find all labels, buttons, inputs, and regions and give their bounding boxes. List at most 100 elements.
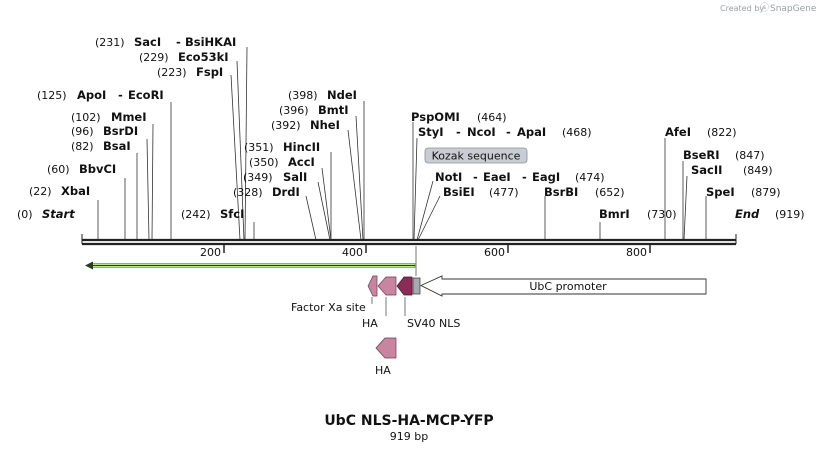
site-eagi-name: EagI [532,170,560,184]
site-eco53ki-name: Eco53kI [178,50,229,64]
tick-400: 400 [342,246,363,259]
tick-600: 600 [484,246,505,259]
site-bsihkai-name: BsiHKAI [185,35,236,49]
site-lines [97,46,707,241]
site-acci-pos: (350) [249,156,279,169]
ha-feature[interactable] [377,276,397,296]
site-labels: (231) SacI - BsiHKAI (229) Eco53kI (223)… [17,35,805,221]
site-noti-pos: (474) [575,171,605,184]
site-acci-name: AccI [288,155,315,169]
site-bsrbi-pos: (652) [595,186,625,199]
ruler: 200 400 600 800 [200,245,651,259]
site-nhei-pos: (392) [271,119,301,132]
site-ncoi-name: NcoI [467,125,496,139]
site-xbai-name: XbaI [61,184,90,198]
site-eaei-name: EaeI [483,170,511,184]
site-bmti-name: BmtI [318,103,349,117]
site-hincii-pos: (351) [244,141,274,154]
site-bsai-name: BsaI [103,139,131,153]
site-sacii-pos: (849) [743,164,773,177]
site-saci-pos: (231) [95,36,125,49]
factor-xa-feature[interactable] [367,275,378,297]
end-label: End [735,207,760,221]
ha-label-2: HA [375,364,391,377]
site-bsrdi-name: BsrDI [103,124,138,138]
snapgene-logo-icon: ⓢ [760,3,769,14]
kozak-label: Kozak sequence [432,150,521,163]
site-bmri-pos: (730) [647,208,677,221]
start-label: Start [42,207,75,221]
site-bmri-name: BmrI [599,207,630,221]
site-styi-name: StyI [418,125,444,139]
site-bsiei-name: BsiEI [443,185,475,199]
site-apoi-name: ApoI [77,88,106,102]
site-apoi-pos: (125) [37,89,67,102]
tick-200: 200 [200,246,221,259]
site-mmei-name: MmeI [111,110,147,124]
site-spei-name: SpeI [706,185,735,199]
site-ncoi-sep: - [506,125,511,139]
site-styi-pos: (468) [562,126,592,139]
backbone [81,234,737,246]
site-pspomi-pos: (464) [477,111,507,124]
site-bseri-name: BseRI [683,148,720,162]
site-mmei-pos: (102) [71,111,101,124]
credit-brand: SnapGene [770,4,817,14]
end-pos: (919) [775,208,805,221]
site-fspi-name: FspI [196,65,223,79]
site-apoi-sep: - [118,88,123,102]
orf-arrow[interactable] [85,261,416,270]
site-noti-sep: - [473,170,478,184]
kozak-feature[interactable] [412,277,421,295]
site-eco53ki-pos: (229) [139,51,169,64]
tick-800: 800 [626,246,647,259]
site-pspomi-name: PspOMI [411,110,460,124]
site-afei-name: AfeI [665,125,691,139]
start-pos: (0) [17,208,33,221]
site-ndei-name: NdeI [327,88,357,102]
site-bsrdi-pos: (96) [71,125,94,138]
site-fspi-pos: (223) [157,66,187,79]
ha-label: HA [362,317,378,330]
site-bmti-pos: (396) [279,104,309,117]
map-title: UbC NLS-HA-MCP-YFP [324,413,493,429]
sv40-nls-feature[interactable] [396,276,413,296]
site-noti-name: NotI [435,170,462,184]
site-saci-sep: - [176,35,181,49]
ubc-promoter-label: UbC promoter [529,280,607,293]
site-styi-sep: - [456,125,461,139]
site-xbai-pos: (22) [29,185,52,198]
site-sali-name: SalI [283,170,307,184]
site-sfci-name: SfcI [220,207,244,221]
site-sfci-pos: (242) [181,208,211,221]
feature-row [367,275,421,297]
credit-prefix: Created by [720,4,764,13]
site-bbvci-name: BbvCI [79,162,116,176]
site-bsai-pos: (82) [71,140,94,153]
site-drdi-pos: (328) [233,186,263,199]
site-sacii-name: SacII [691,163,722,177]
site-ndei-pos: (398) [288,89,318,102]
map-length: 919 bp [390,430,428,443]
ha-feature-2[interactable] [375,337,397,359]
site-hincii-name: HincII [283,140,320,154]
site-bsiei-pos: (477) [489,186,519,199]
site-apai-name: ApaI [517,125,546,139]
sv40-nls-label: SV40 NLS [407,317,460,330]
site-afei-pos: (822) [707,126,737,139]
kozak-badge[interactable] [424,147,528,164]
factor-xa-label: Factor Xa site [291,301,366,314]
site-nhei-name: NheI [310,118,340,132]
site-bsrbi-name: BsrBI [544,185,578,199]
site-eaei-sep: - [522,170,527,184]
site-saci-name: SacI [134,35,161,49]
site-sali-pos: (349) [243,171,273,184]
site-bseri-pos: (847) [735,149,765,162]
site-bbvci-pos: (60) [47,163,70,176]
site-spei-pos: (879) [751,186,781,199]
ubc-promoter-feature[interactable] [419,275,707,297]
site-drdi-name: DrdI [272,185,300,199]
feature-leaders [371,297,406,316]
site-ecori-name: EcoRI [128,88,164,102]
